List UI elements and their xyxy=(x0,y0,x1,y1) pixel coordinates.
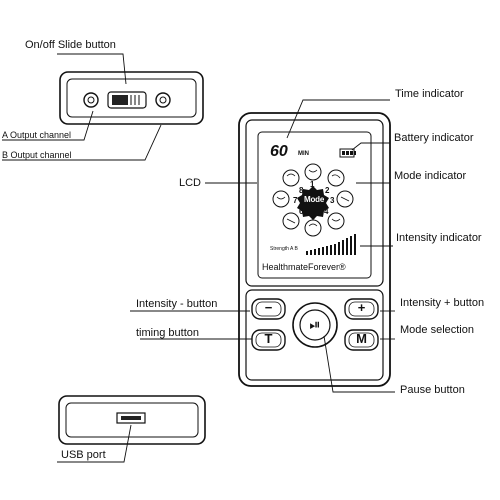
top-view-leaders xyxy=(2,53,162,161)
mode-center-gear xyxy=(297,186,329,220)
mode-number-2: 2 xyxy=(325,186,330,195)
time-indicator-label: Time indicator xyxy=(395,88,464,100)
mode-glyph: M xyxy=(356,331,367,346)
bottom-view-leaders xyxy=(57,424,132,463)
intensity-plus-button[interactable] xyxy=(344,298,379,320)
plus-icon: + xyxy=(357,300,366,315)
intensity-indicator-label: Intensity indicator xyxy=(396,232,482,244)
minus-icon: − xyxy=(264,300,273,315)
usb-port-label: USB port xyxy=(61,449,106,461)
battery-indicator-label: Battery indicator xyxy=(394,132,474,144)
usb-port[interactable] xyxy=(116,412,146,424)
output-jack-b[interactable] xyxy=(155,92,171,108)
mode-number-3: 3 xyxy=(330,196,335,205)
timing-button[interactable] xyxy=(251,329,286,351)
mode-number-8: 8 xyxy=(299,186,304,195)
output-jack-a[interactable] xyxy=(83,92,99,108)
mode-number-6: 6 xyxy=(299,207,304,216)
intensity-plus-label: Intensity + button xyxy=(400,297,485,309)
pause-button-label: Pause button xyxy=(400,384,465,396)
timing-button-label: timing button xyxy=(136,327,199,339)
intensity-minus-button[interactable] xyxy=(251,298,286,320)
front-view-leaders xyxy=(130,99,395,393)
bottom-view xyxy=(58,395,206,445)
brand-label: HealthmateForever® xyxy=(262,262,346,272)
intensity-minus-label: Intensity - button xyxy=(136,298,218,310)
strength-label: Strength A B xyxy=(270,246,298,252)
mode-petal-icon xyxy=(327,169,345,187)
mode-number-7: 7 xyxy=(293,196,298,205)
mode-number-1: 1 xyxy=(310,180,315,189)
a-output-label: A Output channel xyxy=(2,130,72,140)
mode-selection-label: Mode selection xyxy=(400,324,474,336)
on-off-label: On/off Slide button xyxy=(25,39,116,51)
mode-number-4: 4 xyxy=(324,207,329,216)
on-off-slide-switch[interactable] xyxy=(107,91,147,109)
mode-indicator-label: Mode indicator xyxy=(394,170,467,182)
battery-icon xyxy=(339,148,356,158)
mode-center-label: Mode xyxy=(304,195,325,204)
mode-number-5: 5 xyxy=(311,212,316,221)
top-view xyxy=(59,71,204,125)
time-unit: MIN xyxy=(298,151,309,157)
mode-selection-button[interactable] xyxy=(344,329,379,351)
lcd-label: LCD xyxy=(179,177,202,189)
play-pause-icon: ⏯ xyxy=(309,317,321,333)
pause-button[interactable] xyxy=(292,302,338,348)
b-output-label: B Output channel xyxy=(2,150,72,160)
time-value: 60 xyxy=(270,143,288,160)
mode-indicator-wheel xyxy=(272,163,354,237)
timing-glyph: T xyxy=(264,331,273,346)
mode-petal-icon xyxy=(304,219,322,237)
mode-petal-icon xyxy=(282,169,300,187)
intensity-bars xyxy=(306,234,356,255)
